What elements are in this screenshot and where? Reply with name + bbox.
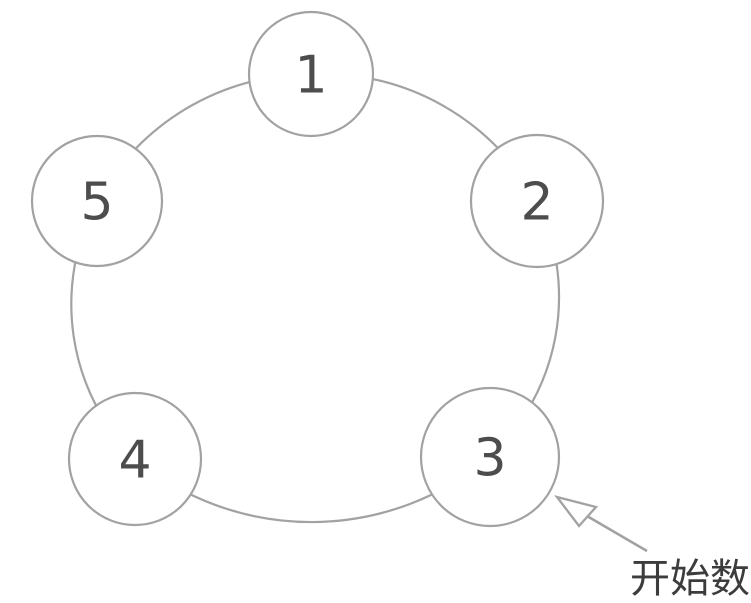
- node-1: 1: [247, 10, 375, 138]
- node-4-circle: [67, 391, 203, 527]
- node-2-circle: [469, 133, 605, 269]
- node-5-label: 5: [80, 173, 113, 233]
- node-4-label: 4: [118, 431, 151, 491]
- arrow-shaft: [586, 514, 648, 553]
- node-5: 5: [30, 134, 164, 268]
- node-2: 2: [469, 133, 605, 269]
- node-1-circle: [247, 10, 375, 138]
- node-3-circle: [419, 386, 561, 528]
- node-3: 3: [419, 386, 561, 528]
- node-1-label: 1: [294, 46, 327, 106]
- node-4: 4: [67, 391, 203, 527]
- node-2-label: 2: [520, 173, 553, 233]
- node-3-label: 3: [473, 429, 506, 489]
- start-label: 开始数: [630, 556, 750, 602]
- start-annotation: 开始数: [554, 495, 750, 602]
- arrow-head-icon: [554, 495, 599, 528]
- node-5-circle: [30, 134, 164, 268]
